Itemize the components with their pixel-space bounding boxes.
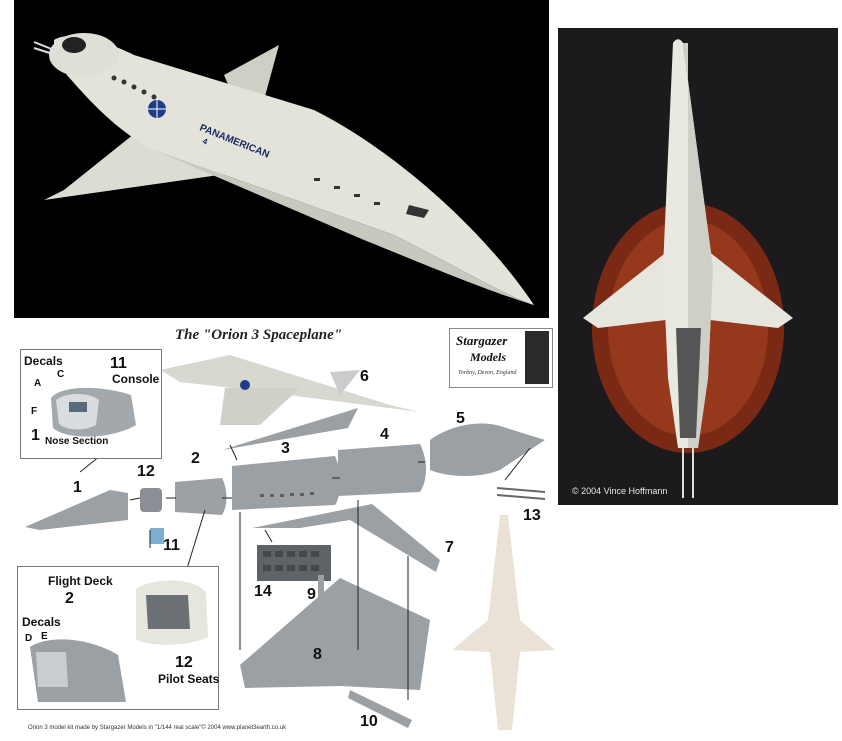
inset-part-1-number: 1 [31,427,40,444]
part-14-number: 14 [254,583,272,600]
part-7-number: 7 [445,539,454,556]
inset-part-2-number: 2 [65,590,74,607]
part-5-number: 5 [456,410,465,427]
photo-credit: © 2004 Vince Hoffmann [572,486,668,496]
inset-part-11-number: 11 [110,355,127,372]
assembly-diagram: Decals 11 Console C A F 1 Nose Section F… [0,318,558,736]
pilot-seats-label: Pilot Seats [158,672,220,686]
part-13-number: 13 [523,507,541,524]
part-4-number: 4 [380,426,389,443]
flight-deck-label: Flight Deck [48,574,113,588]
decal-e-label: E [41,631,48,642]
diagram-footer: Orion 3 model kit made by Stargazer Mode… [28,725,287,731]
inset-flight-deck [17,566,219,710]
assembly-diagram-parts [25,355,555,730]
part-6-number: 6 [360,368,369,385]
flight-deck-illustration [30,580,208,702]
hull-number: 4 [201,137,209,147]
part-3-number: 3 [281,440,290,457]
inset-nose-section [20,349,162,459]
part-9-number: 9 [307,586,316,603]
logo-telescope-figure [525,331,549,384]
part-12-number: 12 [137,463,155,480]
nose-section-illustration [51,387,136,437]
decal-d-label: D [25,633,33,644]
part-2-number: 2 [191,450,200,467]
console-label: Console [112,372,160,386]
photo-spaceplane-top [558,28,838,505]
spaceplane-top-illustration [583,39,793,498]
stargazer-logo: Stargazer Models Torbay, Devon, England [449,328,553,388]
part-11-number: 11 [163,537,180,554]
logo-name-1: Stargazer [456,333,508,348]
inset-part-12-number: 12 [175,654,193,671]
decal-a-label: A [34,378,42,389]
part-10-number: 10 [360,713,378,730]
spaceplane-side-illustration: PANAMERICAN 4 [33,33,534,305]
diagram-title: The "Orion 3 Spaceplane" [175,327,343,343]
decal-c-label: C [57,369,65,380]
photo-spaceplane-side: PANAMERICAN 4 [14,0,549,318]
part-1-number: 1 [73,479,82,496]
nose-section-label: Nose Section [45,436,109,447]
logo-place: Torbay, Devon, England [458,370,517,376]
logo-name-2: Models [470,350,506,364]
part-8-number: 8 [313,646,322,663]
decal-f-label: F [31,406,38,417]
inset-decals-label: Decals [24,354,63,368]
inset-decals-label-2: Decals [22,615,61,629]
